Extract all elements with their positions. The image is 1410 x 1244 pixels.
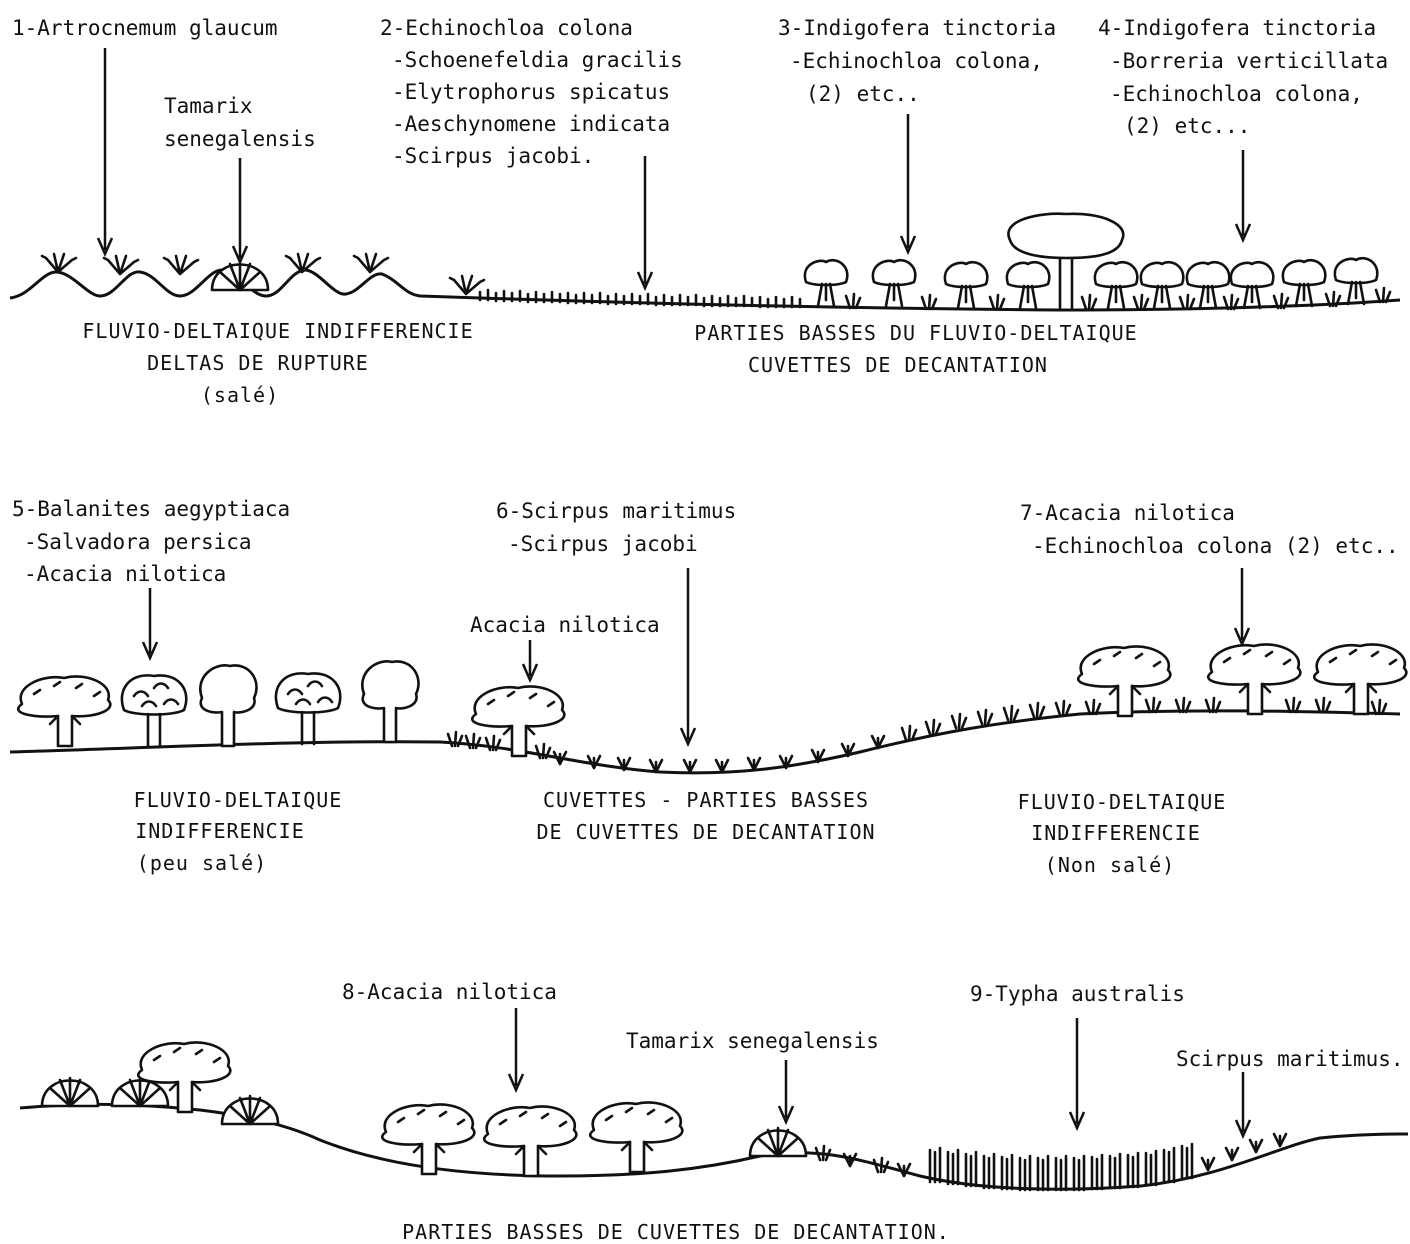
round-tree — [200, 665, 256, 746]
artrocnemum-shrub — [164, 256, 198, 274]
zone-label-1b: DELTAS DE RUPTURE — [147, 351, 369, 375]
zone-label-1c: (salé) — [201, 383, 279, 407]
species-label-7: 7-Acacia nilotica — [1020, 501, 1235, 525]
panel-1: 1-Artrocnemum glaucum Tamarix senegalens… — [10, 16, 1400, 407]
arrows-panel-2 — [143, 568, 1249, 744]
acacia-tree — [590, 1102, 682, 1172]
tamarix-label-a: Tamarix — [164, 94, 253, 118]
species-label-2e: -Scirpus jacobi. — [392, 144, 594, 168]
tamarix-dome — [222, 1096, 278, 1124]
ground-profile-2 — [10, 711, 1400, 773]
species-label-3c: (2) etc.. — [806, 82, 920, 106]
acacia-label: Acacia nilotica — [470, 613, 660, 637]
species-label-1: 1-Artrocnemum glaucum — [12, 16, 278, 40]
species-label-2c: -Elytrophorus spicatus — [392, 80, 670, 104]
species-label-5b: -Salvadora persica — [24, 530, 252, 554]
tamarix-dome — [212, 262, 268, 290]
tamarix-label-3: Tamarix senegalensis — [626, 1029, 879, 1053]
zone-label-2b: INDIFFERENCIE — [135, 819, 305, 843]
species-label-4d: (2) etc... — [1124, 114, 1250, 138]
zone-label-2e: DE CUVETTES DE DECANTATION — [536, 820, 875, 844]
species-label-4b: -Borreria verticillata — [1110, 49, 1388, 73]
species-label-5c: -Acacia nilotica — [24, 562, 226, 586]
zone-label-2h: (Non salé) — [1045, 853, 1175, 877]
acacia-tree — [484, 1106, 576, 1176]
panel-3: 8-Acacia nilotica Tamarix senegalensis 9… — [20, 980, 1408, 1244]
species-label-2: 2-Echinochloa colona — [380, 16, 633, 40]
grass-star — [450, 276, 484, 294]
zone-label-2f: FLUVIO-DELTAIQUE — [1018, 790, 1227, 814]
panel-2: 5-Balanites aegyptiaca -Salvadora persic… — [10, 497, 1406, 877]
species-label-4: 4-Indigofera tinctoria — [1098, 16, 1376, 40]
species-label-5: 5-Balanites aegyptiaca — [12, 497, 290, 521]
acacia-tree — [1078, 646, 1170, 716]
big-tree-panel1 — [1008, 214, 1123, 308]
indigofera-shrub — [945, 262, 987, 308]
species-label-2b: -Schoenefeldia gracilis — [392, 48, 683, 72]
species-label-6: 6-Scirpus maritimus — [496, 499, 736, 523]
artrocnemum-shrub — [354, 254, 388, 272]
species-label-2d: -Aeschynomene indicata — [392, 112, 670, 136]
species-label-7b: -Echinochloa colona (2) etc.. — [1032, 534, 1399, 558]
sedge-band-2 — [448, 698, 1386, 772]
zone-label-2a: FLUVIO-DELTAIQUE — [134, 788, 343, 812]
species-label-3: 3-Indigofera tinctoria — [778, 16, 1056, 40]
zone-label-2g: INDIFFERENCIE — [1031, 821, 1201, 845]
salvadora-shrub — [276, 673, 340, 744]
indigofera-shrub — [1095, 262, 1137, 308]
species-label-3b: -Echinochloa colona, — [790, 49, 1043, 73]
species-label-8: 8-Acacia nilotica — [342, 980, 557, 1004]
zone-label-2d: CUVETTES - PARTIES BASSES — [543, 788, 869, 812]
artrocnemum-shrub — [104, 256, 138, 274]
zone-label-2c: (peu salé) — [137, 851, 267, 875]
zone-label-3: PARTIES BASSES DE CUVETTES DE DECANTATIO… — [402, 1220, 950, 1244]
indigofera-shrub — [1007, 262, 1049, 308]
typha-band — [816, 1134, 1286, 1190]
salvadora-shrub — [122, 675, 186, 746]
artrocnemum-shrub — [42, 254, 76, 272]
species-label-4c: -Echinochloa colona, — [1110, 82, 1363, 106]
indigofera-shrub — [873, 260, 915, 306]
zone-label-1e: CUVETTES DE DECANTATION — [748, 353, 1048, 377]
zone-label-1a: FLUVIO-DELTAIQUE INDIFFERENCIE — [82, 319, 473, 343]
tamarix-label-b: senegalensis — [164, 127, 316, 151]
indigofera-shrub — [805, 260, 847, 306]
scirpus-label: Scirpus maritimus. — [1176, 1047, 1404, 1071]
zone-label-1d: PARTIES BASSES DU FLUVIO-DELTAIQUE — [694, 321, 1137, 345]
tamarix-dome — [42, 1078, 98, 1106]
indigofera-shrub — [1283, 260, 1325, 306]
grass-band-1 — [480, 290, 800, 307]
acacia-tree — [382, 1104, 474, 1174]
species-label-9: 9-Typha australis — [970, 982, 1185, 1006]
species-label-6b: -Scirpus jacobi — [508, 532, 698, 556]
round-tree — [362, 661, 418, 742]
indigofera-shrub — [1335, 258, 1377, 304]
tamarix-dome — [750, 1128, 806, 1156]
balanites-tree — [18, 676, 110, 746]
artrocnemum-shrub — [286, 254, 320, 272]
